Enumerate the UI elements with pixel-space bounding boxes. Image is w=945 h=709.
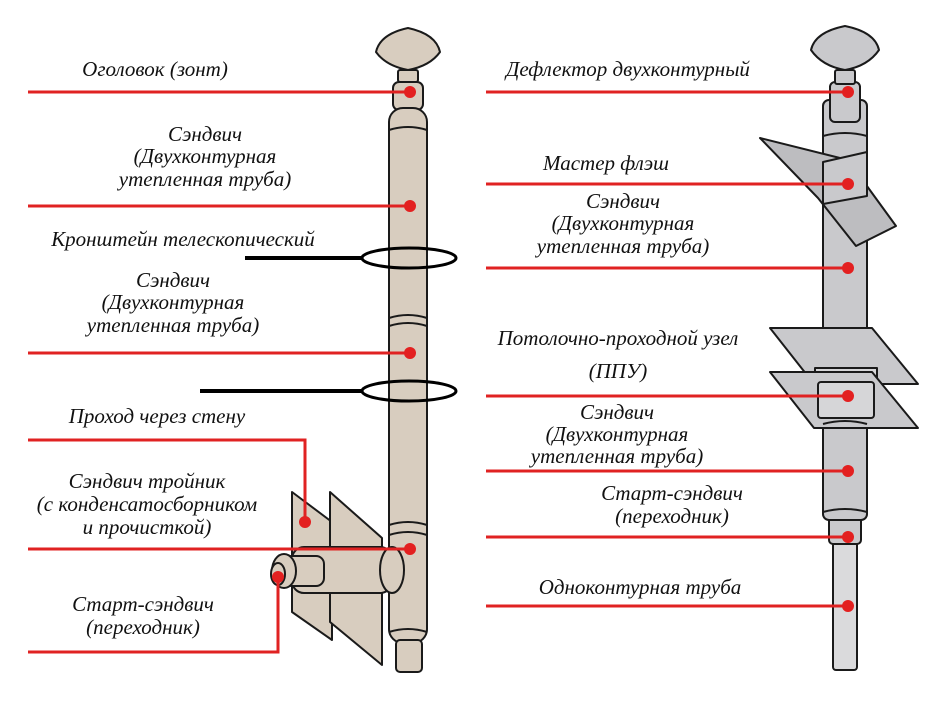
marker-dot (842, 262, 854, 274)
label-deflector: Дефлектор двухконтурный (504, 57, 750, 81)
left-leader-lines (28, 90, 410, 654)
left-pipe-joint (388, 628, 428, 633)
label-tee-line3: и прочисткой) (83, 515, 212, 539)
left-cap-umbrella (375, 27, 441, 71)
leader-wall-pass (28, 438, 307, 520)
label-start-line1: Старт-сэндвич (72, 592, 214, 616)
left-text-labels: Оголовок (зонт) Сэндвич (Двухконтурная у… (37, 57, 316, 639)
right-leader-lines (486, 90, 848, 608)
label-sandwich-middle-line1: Сэндвич (136, 268, 210, 292)
marker-dot (404, 347, 416, 359)
label-single-wall-pipe: Одноконтурная труба (539, 575, 742, 599)
label-ceiling-unit-line2: (ППУ) (589, 359, 647, 383)
tee-branch-end (379, 546, 405, 594)
label-sandwich-upper-line2: (Двухконтурная (134, 144, 277, 168)
marker-dot (842, 178, 854, 190)
left-marker-dots (272, 86, 416, 583)
label-sandwich-upper-right-line3: утепленная труба) (535, 234, 709, 258)
label-sandwich-lower-right-line2: (Двухконтурная (546, 422, 689, 446)
left-brackets (200, 246, 458, 403)
left-pipe-joint (388, 531, 428, 536)
left-tee-branch (270, 546, 405, 594)
left-pipe-joint (388, 322, 428, 327)
left-pipe-joint (388, 126, 428, 131)
left-chimney-assembly (375, 27, 441, 673)
left-pipe-tail (395, 639, 423, 673)
marker-dot (842, 600, 854, 612)
label-sandwich-upper-right-line1: Сэндвич (586, 189, 660, 213)
marker-dot (842, 465, 854, 477)
right-pipe-joint (822, 420, 868, 425)
marker-dot (299, 516, 311, 528)
right-marker-dots (842, 86, 854, 612)
right-chimney-assembly (759, 25, 919, 671)
left-pipe-joint (388, 521, 428, 526)
label-start-right-line1: Старт-сэндвич (601, 481, 743, 505)
master-flash-collar (822, 151, 868, 205)
right-pipe-joint (822, 508, 868, 513)
marker-dot (404, 200, 416, 212)
label-sandwich-middle-line2: (Двухконтурная (102, 290, 245, 314)
label-wall-pass: Проход через стену (68, 404, 246, 428)
bracket-ring-lower (360, 379, 458, 403)
marker-dot (842, 531, 854, 543)
label-ceiling-unit-line1: Потолочно-проходной узел (497, 326, 739, 350)
right-cap-neck (834, 69, 856, 85)
label-master-flash: Мастер флэш (542, 151, 669, 175)
leader-start (28, 578, 280, 654)
label-tee-line1: Сэндвич тройник (69, 469, 226, 493)
left-cap-neck (397, 69, 419, 83)
bracket-ring-upper (360, 246, 458, 270)
right-pipe-joint (822, 132, 868, 137)
marker-dot (842, 390, 854, 402)
ceiling-unit-upper-plate (769, 327, 919, 385)
right-text-labels: Дефлектор двухконтурный Мастер флэш Сэнд… (497, 57, 751, 599)
left-pipe-joint (388, 314, 428, 319)
label-sandwich-upper-line3: утепленная труба) (117, 167, 291, 191)
label-sandwich-upper-right-line2: (Двухконтурная (552, 211, 695, 235)
label-sandwich-middle-line3: утепленная труба) (85, 313, 259, 337)
label-start-line2: (переходник) (86, 615, 200, 639)
marker-dot (842, 86, 854, 98)
label-sandwich-upper-line1: Сэндвич (168, 122, 242, 146)
label-bracket: Кронштейн телескопический (50, 227, 315, 251)
label-cap: Оголовок (зонт) (82, 57, 228, 81)
label-sandwich-lower-right-line1: Сэндвич (580, 400, 654, 424)
label-start-right-line2: (переходник) (615, 504, 729, 528)
marker-dot (404, 543, 416, 555)
right-deflector-cap (810, 25, 880, 71)
label-sandwich-lower-right-line3: утепленная труба) (529, 444, 703, 468)
marker-dot (404, 86, 416, 98)
marker-dot (272, 571, 284, 583)
label-tee-line2: (с конденсатосборником (37, 492, 257, 516)
